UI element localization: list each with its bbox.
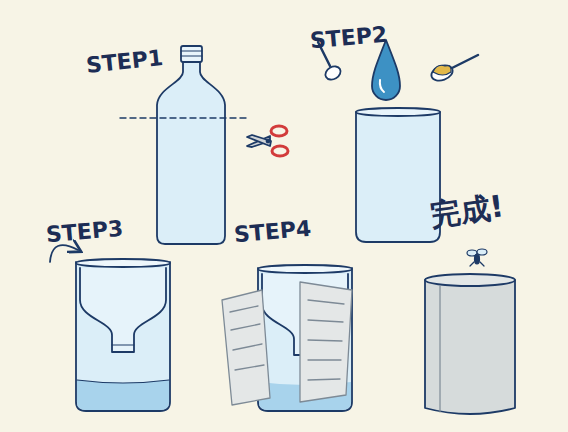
step-label: STEP4 — [233, 217, 312, 248]
step-label: STEP2 — [309, 23, 388, 54]
step-label: 完成! — [428, 189, 506, 232]
curved-arrow — [50, 245, 78, 262]
spoon — [429, 55, 478, 83]
bottle — [120, 46, 250, 244]
cup — [356, 108, 440, 242]
fly — [467, 249, 487, 266]
paper — [222, 282, 352, 405]
water-drop — [372, 40, 400, 100]
trap-cup — [258, 265, 352, 411]
scissors — [247, 126, 288, 156]
step-label: STEP1 — [85, 46, 164, 78]
wrapped-trap — [425, 274, 515, 414]
step-label: STEP3 — [45, 217, 124, 248]
trap-cup — [76, 259, 170, 411]
